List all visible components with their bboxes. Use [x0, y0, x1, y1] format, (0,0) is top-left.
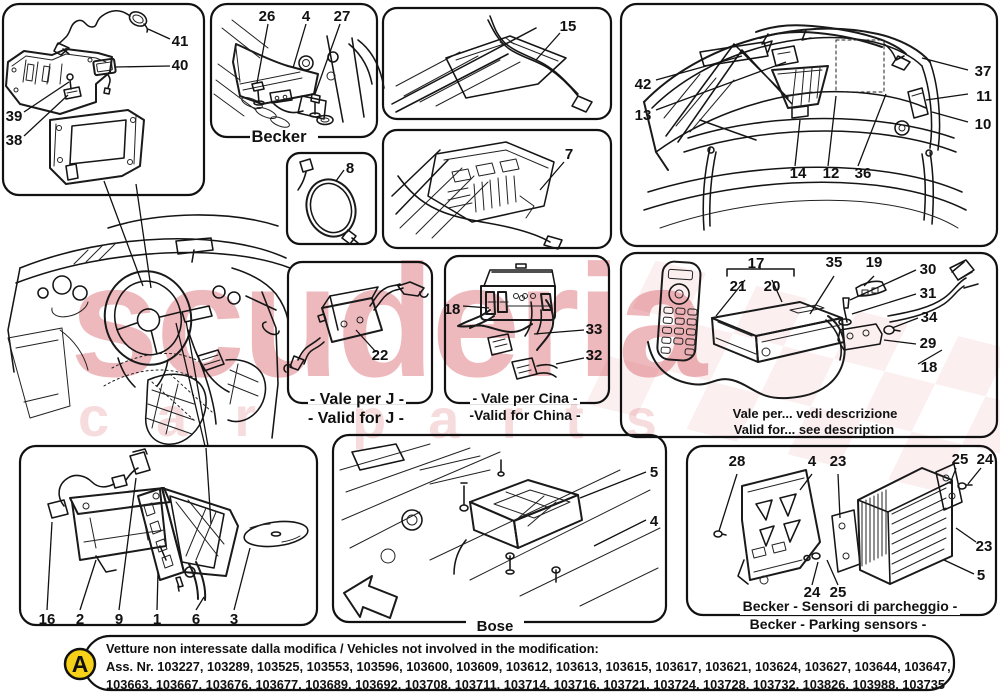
svg-text:39: 39 — [6, 108, 23, 125]
svg-text:Vale per... vedi descrizione: Vale per... vedi descrizione — [733, 406, 898, 421]
svg-text:Valid for... see description: Valid for... see description — [734, 422, 894, 437]
svg-text:32: 32 — [586, 347, 603, 364]
svg-text:- Vale per J -: - Vale per J - — [310, 391, 404, 408]
svg-text:12: 12 — [823, 165, 840, 182]
svg-text:A: A — [72, 651, 89, 677]
svg-text:11: 11 — [976, 88, 992, 105]
svg-text:5: 5 — [977, 567, 985, 584]
svg-text:29: 29 — [920, 335, 937, 352]
svg-text:8: 8 — [346, 160, 354, 177]
svg-text:Ass. Nr. 103227, 103289, 10352: Ass. Nr. 103227, 103289, 103525, 103553,… — [106, 659, 951, 674]
svg-text:25: 25 — [830, 584, 847, 601]
svg-text:24: 24 — [804, 584, 821, 601]
svg-text:38: 38 — [6, 132, 23, 149]
svg-text:6: 6 — [192, 611, 200, 628]
svg-text:9: 9 — [115, 611, 123, 628]
svg-text:36: 36 — [855, 165, 872, 182]
svg-text:4: 4 — [650, 513, 659, 530]
svg-text:5: 5 — [650, 464, 658, 481]
svg-text:31: 31 — [920, 285, 937, 302]
svg-text:25: 25 — [952, 451, 969, 468]
svg-text:- Valid for J -: - Valid for J - — [308, 410, 404, 427]
svg-text:7: 7 — [565, 146, 573, 163]
svg-text:37: 37 — [975, 63, 992, 80]
svg-text:Vetture non interessate dalla: Vetture non interessate dalla modifica /… — [106, 641, 599, 656]
svg-text:15: 15 — [560, 18, 577, 35]
svg-text:103663, 103667, 103676, 103677: 103663, 103667, 103676, 103677, 103689, … — [106, 677, 945, 692]
svg-text:4: 4 — [808, 453, 817, 470]
svg-text:40: 40 — [172, 57, 189, 74]
svg-text:20: 20 — [764, 278, 781, 295]
svg-text:4: 4 — [302, 8, 311, 25]
svg-text:Bose: Bose — [477, 618, 514, 635]
svg-text:23: 23 — [976, 538, 993, 555]
svg-text:Becker - Sensori di parcheggio: Becker - Sensori di parcheggio - — [743, 598, 958, 614]
svg-text:3: 3 — [230, 611, 238, 628]
svg-text:Becker - Parking sensors -: Becker - Parking sensors - — [750, 616, 927, 632]
svg-text:33: 33 — [586, 321, 603, 338]
svg-text:scuderia: scuderia — [70, 231, 708, 410]
svg-text:14: 14 — [790, 165, 807, 182]
svg-text:24: 24 — [977, 451, 994, 468]
svg-text:16: 16 — [39, 611, 56, 628]
svg-text:21: 21 — [730, 278, 747, 295]
svg-text:42: 42 — [635, 76, 652, 93]
svg-text:26: 26 — [259, 8, 276, 25]
svg-text:18: 18 — [921, 359, 938, 376]
svg-text:35: 35 — [826, 254, 843, 271]
svg-text:2: 2 — [76, 611, 84, 628]
svg-text:Becker: Becker — [251, 128, 307, 146]
svg-text:28: 28 — [729, 453, 746, 470]
svg-text:27: 27 — [334, 8, 351, 25]
svg-text:1: 1 — [153, 611, 161, 628]
svg-text:30: 30 — [920, 261, 937, 278]
svg-text:19: 19 — [866, 254, 883, 271]
svg-text:-Valid for China -: -Valid for China - — [469, 407, 581, 423]
svg-text:10: 10 — [975, 116, 992, 133]
svg-text:41: 41 — [172, 33, 189, 50]
svg-text:23: 23 — [830, 453, 847, 470]
svg-text:18: 18 — [444, 301, 461, 318]
svg-text:- Vale per Cina -: - Vale per Cina - — [472, 390, 577, 406]
